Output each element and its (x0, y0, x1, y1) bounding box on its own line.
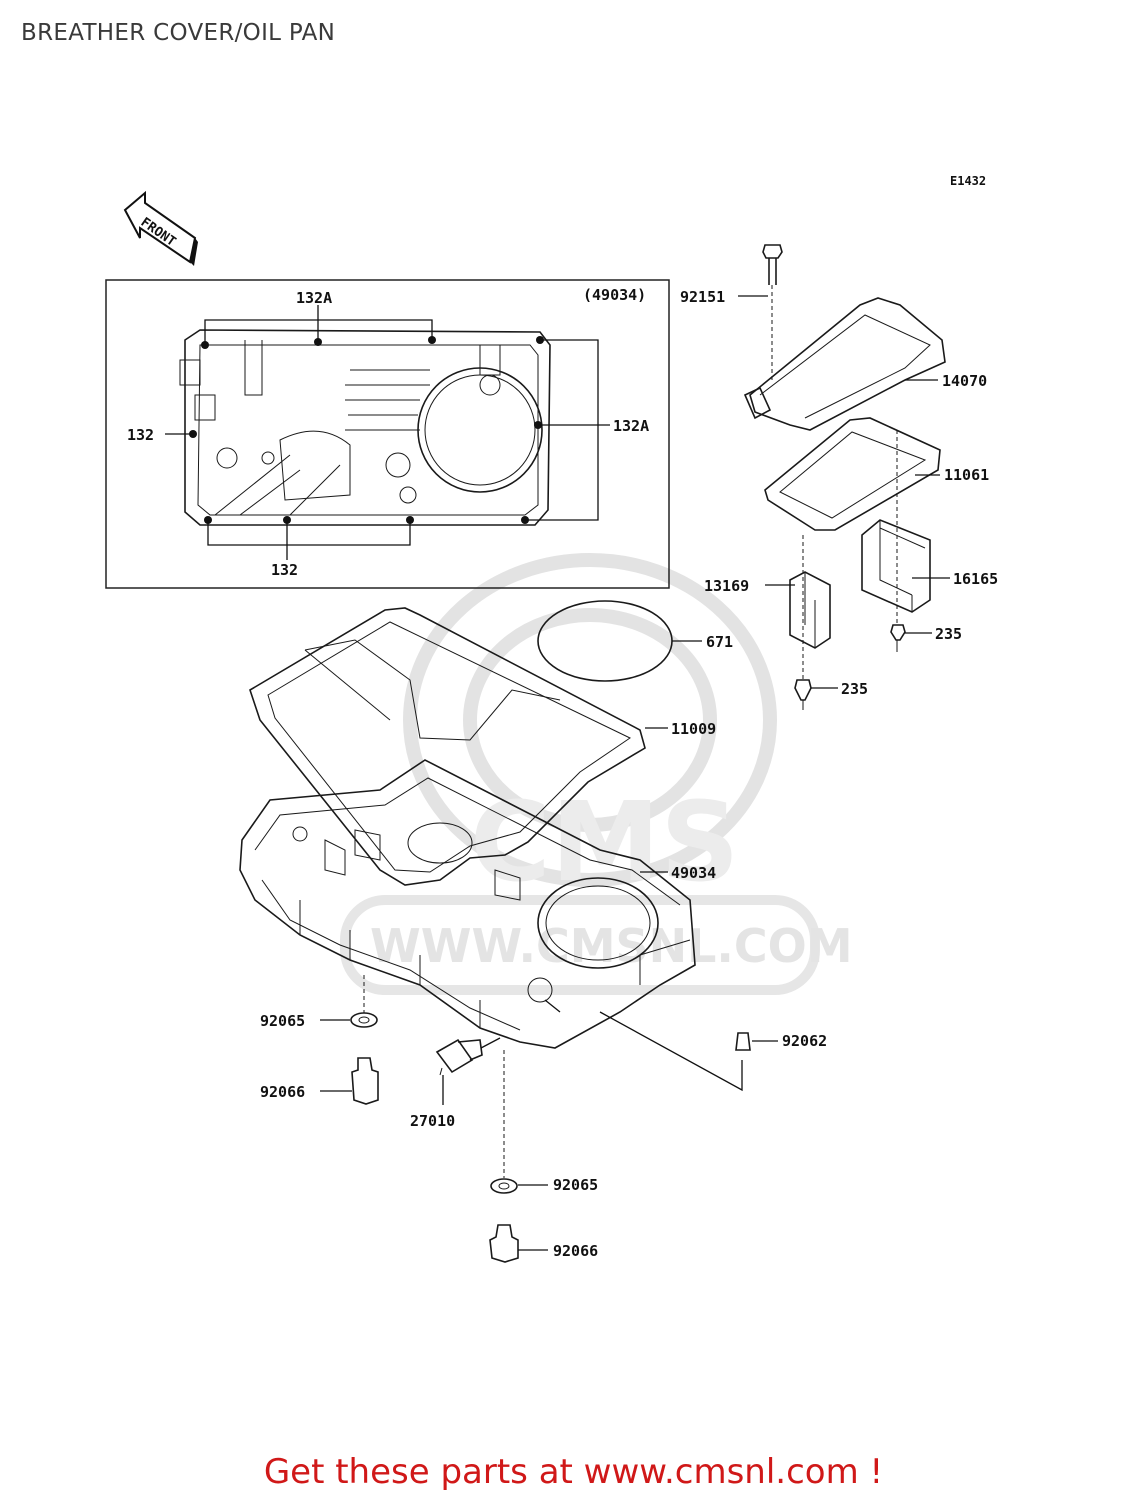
callout-92065-right: 92065 (553, 1176, 598, 1194)
diagram-code: E1432 (950, 174, 986, 188)
parts-diagram: CMS WWW.CMSNL.COM E1432 FRONT (49034) (105, 174, 998, 1263)
watermark: CMS WWW.CMSNL.COM (340, 553, 853, 995)
inset-ref-label: (49034) (583, 286, 646, 304)
breather-cover-assembly (738, 244, 950, 710)
callout-49034: 49034 (671, 864, 716, 882)
callout-92066-left: 92066 (260, 1083, 305, 1101)
callout-235-lower: 235 (841, 680, 868, 698)
callout-671: 671 (706, 633, 733, 651)
callout-14070: 14070 (942, 372, 987, 390)
callout-92151: 92151 (680, 288, 725, 306)
callout-27010: 27010 (410, 1112, 455, 1130)
page-title: BREATHER COVER/OIL PAN (21, 20, 336, 46)
front-arrow-icon: FRONT (123, 190, 198, 266)
callout-92066-right: 92066 (553, 1242, 598, 1260)
inset-label-132a-right: 132A (613, 417, 649, 435)
o-ring-part (537, 600, 702, 682)
drain-bolt-right (489, 1050, 548, 1263)
drain-bolt-left (320, 975, 379, 1105)
watermark-url: WWW.CMSNL.COM (370, 919, 853, 973)
inset-label-132a-top: 132A (296, 289, 332, 307)
oil-pan-gasket (249, 607, 668, 886)
callout-13169: 13169 (704, 577, 749, 595)
inset-view: (49034) 132A 132A 132 132 (105, 279, 670, 589)
oil-pan-part (239, 759, 743, 1092)
oil-pressure-switch (435, 1037, 501, 1105)
inset-label-132-bottom: 132 (271, 561, 298, 579)
footer-link[interactable]: Get these parts at www.cmsnl.com ! (263, 1452, 884, 1492)
callout-16165: 16165 (953, 570, 998, 588)
watermark-logo: CMS (470, 778, 739, 906)
callout-92065-left: 92065 (260, 1012, 305, 1030)
callout-92062: 92062 (782, 1032, 827, 1050)
callout-235-upper: 235 (935, 625, 962, 643)
callout-11009: 11009 (671, 720, 716, 738)
inset-label-132-left: 132 (127, 426, 154, 444)
callout-11061: 11061 (944, 466, 989, 484)
plug-92062-part (735, 1032, 778, 1051)
